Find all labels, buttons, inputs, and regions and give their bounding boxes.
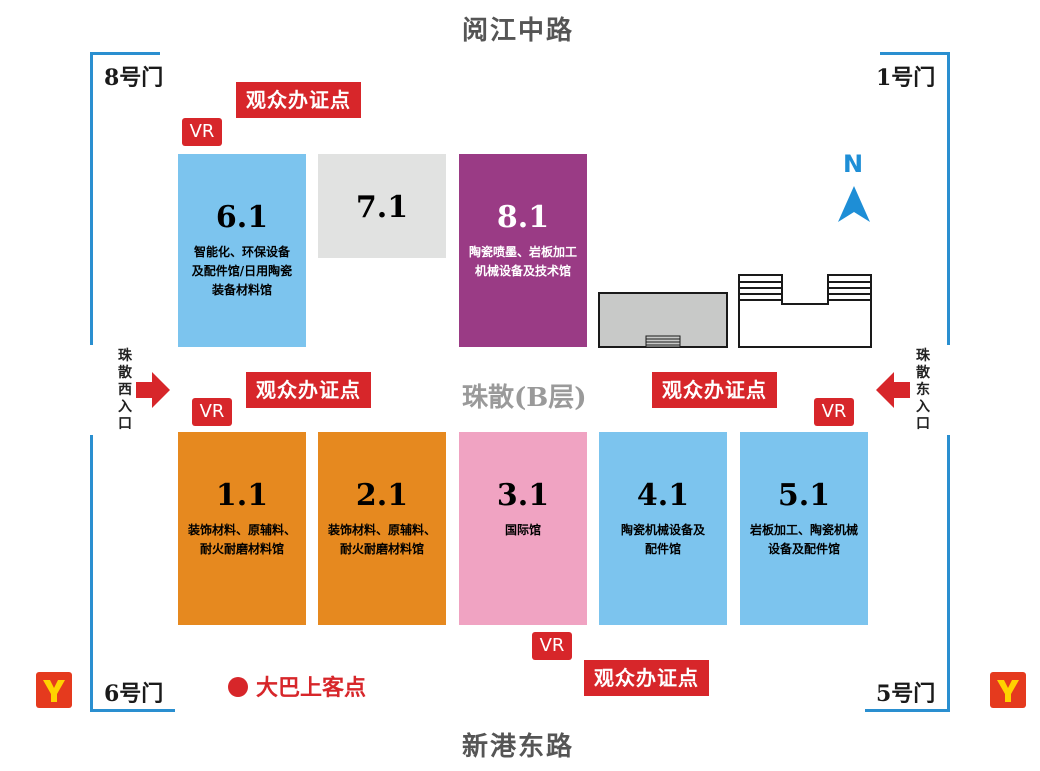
hall-number: 8.1 bbox=[496, 200, 550, 235]
hall-number: 3.1 bbox=[496, 478, 550, 513]
gate-6: 6号门 bbox=[104, 681, 164, 707]
north-arrow-icon bbox=[838, 186, 870, 226]
gate-8: 8号门 bbox=[104, 65, 164, 91]
hall-number: 2.1 bbox=[355, 478, 409, 513]
east-entrance-label: 珠散东入口 bbox=[916, 348, 930, 432]
frame-gap-left bbox=[88, 345, 96, 435]
hall-number: 5.1 bbox=[777, 478, 831, 513]
hall-number: 6.1 bbox=[215, 200, 269, 235]
building-outline-white bbox=[738, 274, 872, 348]
hall-description: 岩板加工、陶瓷机械 设备及配件馆 bbox=[749, 523, 858, 556]
hall-8-1[interactable]: 8.1 陶瓷喷墨、岩板加工 机械设备及技术馆 bbox=[459, 154, 587, 347]
bus-pickup-label: 大巴上客点 bbox=[256, 676, 367, 701]
hall-4-1[interactable]: 4.1 陶瓷机械设备及 配件馆 bbox=[599, 432, 727, 625]
south-road-label: 新港东路 bbox=[462, 732, 575, 762]
hall-number: 7.1 bbox=[355, 190, 409, 225]
registration-point-south[interactable]: 观众办证点 bbox=[584, 660, 709, 696]
gate-1: 1号门 bbox=[876, 65, 936, 91]
registration-point-west[interactable]: 观众办证点 bbox=[246, 372, 371, 408]
hall-description: 国际馆 bbox=[504, 523, 541, 537]
metro-icon-left bbox=[36, 672, 72, 708]
vr-tag-east[interactable]: VR bbox=[814, 398, 854, 426]
center-floor-label: 珠散(B层) bbox=[462, 383, 587, 413]
hall-description: 智能化、环保设备 及配件馆/日用陶瓷 装备材料馆 bbox=[191, 245, 293, 297]
hall-description: 陶瓷喷墨、岩板加工 机械设备及技术馆 bbox=[468, 245, 577, 278]
hall-description: 装饰材料、原辅料、 耐火耐磨材料馆 bbox=[327, 523, 436, 556]
building-outline-gray bbox=[598, 292, 728, 348]
north-road-label: 阅江中路 bbox=[462, 16, 575, 46]
frame-gap-top bbox=[160, 50, 880, 58]
vr-tag-south[interactable]: VR bbox=[532, 632, 572, 660]
frame-gap-bottom bbox=[175, 706, 865, 714]
registration-point-east[interactable]: 观众办证点 bbox=[652, 372, 777, 408]
bus-pickup-point[interactable]: 大巴上客点 bbox=[228, 670, 366, 702]
hall-number: 4.1 bbox=[636, 478, 690, 513]
metro-icon-right bbox=[990, 672, 1026, 708]
north-compass-label: N bbox=[843, 150, 864, 178]
bus-pickup-dot-icon bbox=[228, 677, 248, 697]
hall-number: 1.1 bbox=[215, 478, 269, 513]
vr-tag-west[interactable]: VR bbox=[192, 398, 232, 426]
hall-5-1[interactable]: 5.1 岩板加工、陶瓷机械 设备及配件馆 bbox=[740, 432, 868, 625]
frame-gap-right bbox=[944, 345, 952, 435]
hall-3-1[interactable]: 3.1 国际馆 bbox=[459, 432, 587, 625]
hall-7-1[interactable]: 7.1 bbox=[318, 154, 446, 258]
gate-5: 5号门 bbox=[876, 681, 936, 707]
hall-description: 陶瓷机械设备及 配件馆 bbox=[620, 523, 705, 556]
hall-description: 装饰材料、原辅料、 耐火耐磨材料馆 bbox=[187, 523, 296, 556]
hall-1-1[interactable]: 1.1 装饰材料、原辅料、 耐火耐磨材料馆 bbox=[178, 432, 306, 625]
registration-point-nw[interactable]: 观众办证点 bbox=[236, 82, 361, 118]
west-entrance-label: 珠散西入口 bbox=[118, 348, 132, 432]
vr-tag-nw[interactable]: VR bbox=[182, 118, 222, 146]
hall-2-1[interactable]: 2.1 装饰材料、原辅料、 耐火耐磨材料馆 bbox=[318, 432, 446, 625]
hall-6-1[interactable]: 6.1 智能化、环保设备 及配件馆/日用陶瓷 装备材料馆 bbox=[178, 154, 306, 347]
